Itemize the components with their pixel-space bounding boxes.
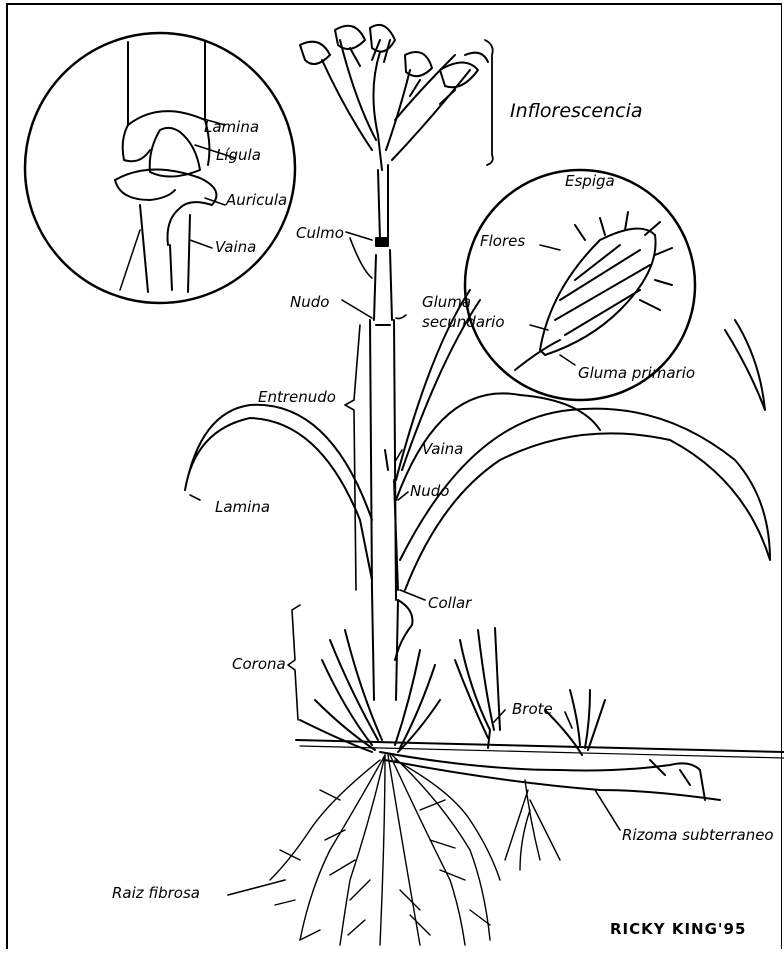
inflorescence (300, 25, 493, 170)
label-vaina: Vaina (422, 442, 463, 457)
culm-stem (370, 165, 398, 700)
label-gluma-secundario: Gluma secundario (422, 292, 512, 332)
artist-signature: RICKY KING'95 (610, 922, 746, 937)
label-rizoma: Rizoma subterraneo (622, 828, 774, 843)
leaves (185, 290, 770, 660)
label-inflorescencia: Inflorescencia (510, 102, 643, 121)
label-collar: Collar (428, 596, 471, 611)
crown (300, 630, 440, 752)
label-culmo: Culmo (296, 226, 344, 241)
label-ligula: Lígula (216, 148, 261, 163)
label-vaina-inset: Vaina (215, 240, 256, 255)
ground-rhizome (296, 740, 784, 800)
label-lamina-inset: Lamina (204, 120, 259, 135)
label-raiz-fibrosa: Raiz fibrosa (112, 886, 200, 901)
leader-lines (190, 232, 620, 895)
label-gluma-primario: Gluma primario (578, 366, 695, 381)
label-espiga: Espiga (565, 174, 615, 189)
label-auricula: Auricula (226, 193, 287, 208)
label-brote: Brote (512, 702, 553, 717)
label-nudo-upper: Nudo (290, 295, 329, 310)
label-corona: Corona (232, 657, 286, 672)
label-entrenudo: Entrenudo (258, 390, 336, 405)
fibrous-roots (270, 755, 560, 945)
collar-detail-inset (25, 33, 295, 303)
label-flores: Flores (480, 234, 525, 249)
label-lamina: Lamina (215, 500, 270, 515)
tillers (455, 628, 605, 755)
label-nudo-lower: Nudo (410, 484, 449, 499)
